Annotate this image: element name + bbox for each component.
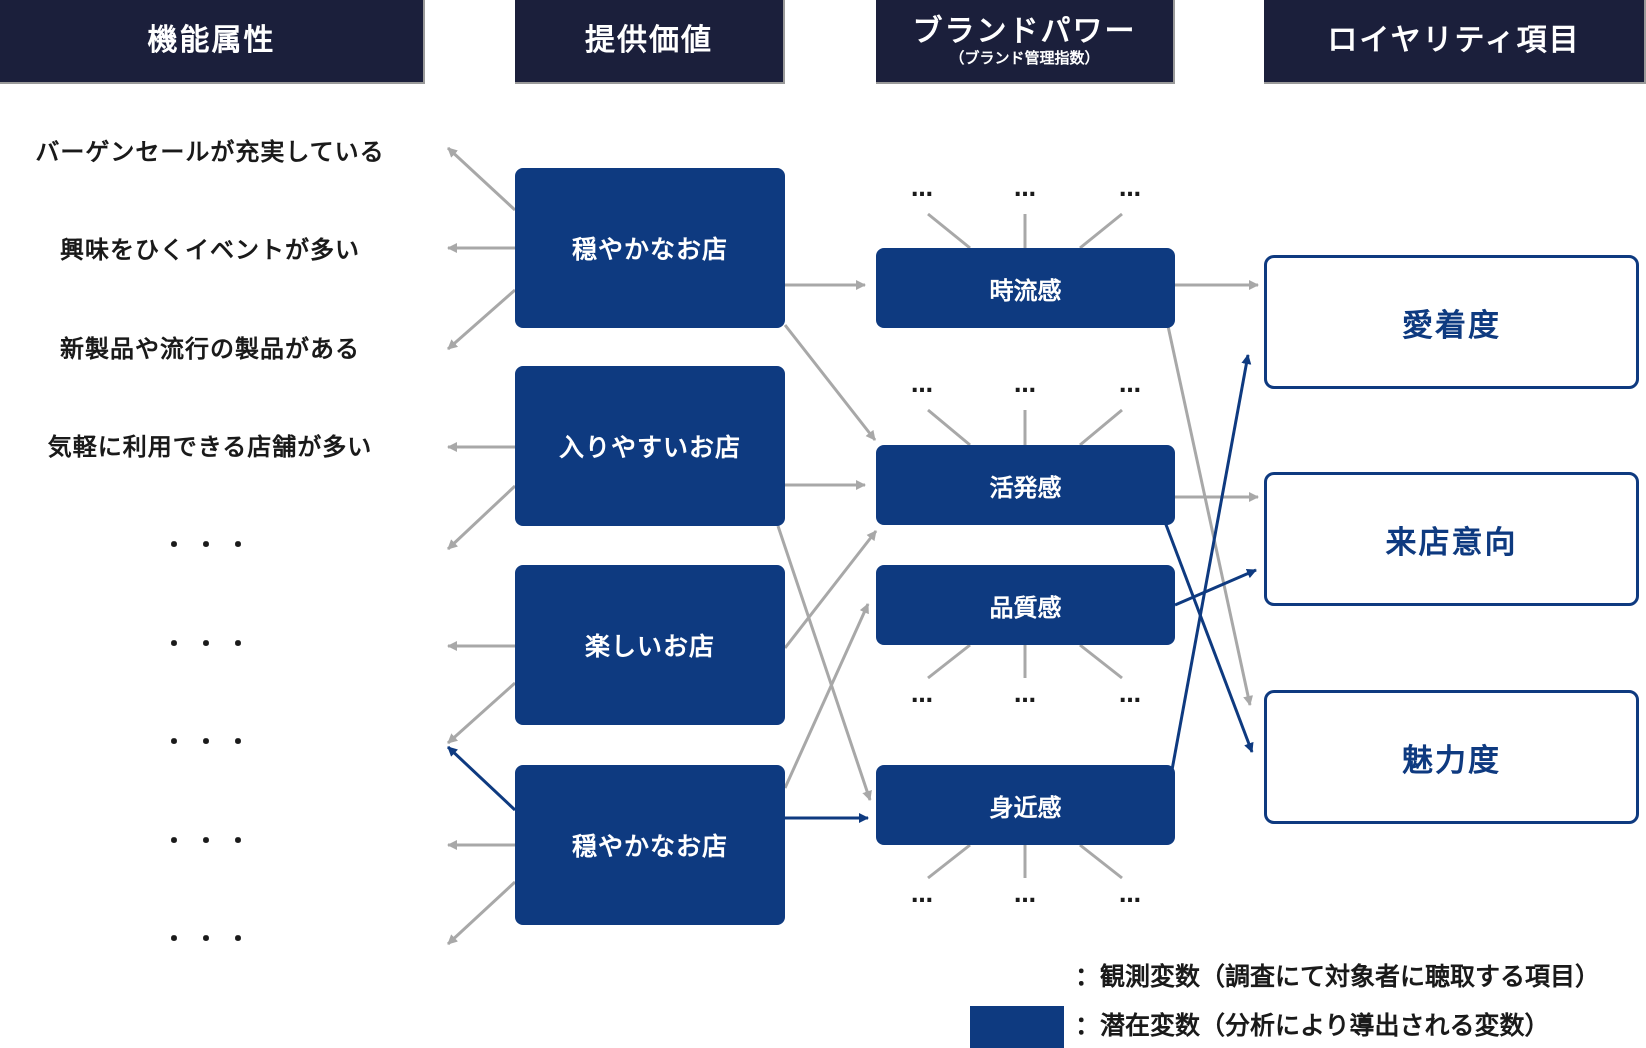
header-brand-power-label: ブランドパワー	[912, 14, 1137, 49]
header-brand-power: ブランドパワー （ブランド管理指数）	[876, 0, 1175, 84]
header-loyalty-label: ロイヤリティ項目	[1327, 23, 1581, 58]
arrow-v2-obs5	[446, 484, 517, 551]
observed-item: 気軽に利用できる店舗が多い	[47, 433, 373, 461]
observed-item: 新製品や流行の製品がある	[60, 335, 360, 363]
arrow-v4-obs9	[446, 880, 517, 946]
arrow-v2-bp4	[776, 525, 872, 801]
header-brand-power-sub: （ブランド管理指数）	[949, 49, 1100, 67]
value-box: 穏やかなお店	[515, 765, 785, 925]
ellipsis-indicator: …	[1119, 683, 1141, 708]
observed-ellipsis: ・・・	[162, 827, 258, 855]
brand-power-box: 身近感	[876, 765, 1175, 845]
ellipsis-indicator: …	[1014, 883, 1036, 908]
arrow-bp1-loy3	[1166, 325, 1253, 706]
loyalty-box: 魅力度	[1264, 690, 1639, 824]
observed-ellipsis: ・・・	[162, 630, 258, 658]
observed-item: 興味をひくイベントが多い	[60, 236, 360, 264]
header-functional: 機能属性	[0, 0, 425, 84]
arrow-v1-obs3	[447, 288, 516, 351]
observed-ellipsis: ・・・	[162, 728, 258, 756]
arrow-v1-bp2	[783, 324, 877, 441]
arrow-v4-obs7	[446, 745, 517, 812]
ellipsis-indicator: …	[911, 373, 933, 398]
value-box: 入りやすいお店	[515, 366, 785, 526]
ellipsis-indicator: …	[1119, 177, 1141, 202]
value-box: 楽しいお店	[515, 565, 785, 725]
brand-power-box: 品質感	[876, 565, 1175, 645]
ellipsis-indicator: …	[911, 883, 933, 908]
legend-latent-swatch	[970, 1006, 1064, 1048]
ellipsis-indicator: …	[1119, 373, 1141, 398]
ellipsis-indicator: …	[1014, 373, 1036, 398]
arrow-bp2-loy3	[1163, 521, 1254, 753]
arrow-v3-obs7	[446, 681, 517, 745]
brand-power-box: 活発感	[876, 445, 1175, 525]
value-box: 穏やかなお店	[515, 168, 785, 328]
arrow-bp3-loy2	[1174, 568, 1257, 607]
header-loyalty: ロイヤリティ項目	[1264, 0, 1646, 84]
arrow-v4-bp3	[783, 603, 870, 789]
ellipsis-indicator: …	[1014, 177, 1036, 202]
ellipsis-indicator: …	[911, 177, 933, 202]
header-functional-label: 機能属性	[147, 23, 276, 58]
ellipsis-indicator: …	[1014, 683, 1036, 708]
arrow-v1-obs1	[446, 146, 517, 212]
observed-ellipsis: ・・・	[162, 925, 258, 953]
header-value-label: 提供価値	[585, 23, 713, 58]
header-value: 提供価値	[515, 0, 785, 84]
arrow-v3-bp2	[783, 530, 878, 649]
legend-latent: ：潜在変数（分析により導出される変数）	[1075, 1011, 1550, 1040]
ellipsis-indicator: …	[911, 683, 933, 708]
ellipsis-indicator: …	[1119, 883, 1141, 908]
loyalty-box: 愛着度	[1264, 255, 1639, 389]
loyalty-box: 来店意向	[1264, 472, 1639, 606]
legend-observed: ：観測変数（調査にて対象者に聴取する項目）	[1075, 962, 1601, 991]
observed-item: バーゲンセールが充実している	[35, 138, 385, 166]
arrow-bp4-loy1	[1170, 354, 1252, 771]
brand-power-box: 時流感	[876, 248, 1175, 328]
observed-ellipsis: ・・・	[162, 531, 258, 559]
